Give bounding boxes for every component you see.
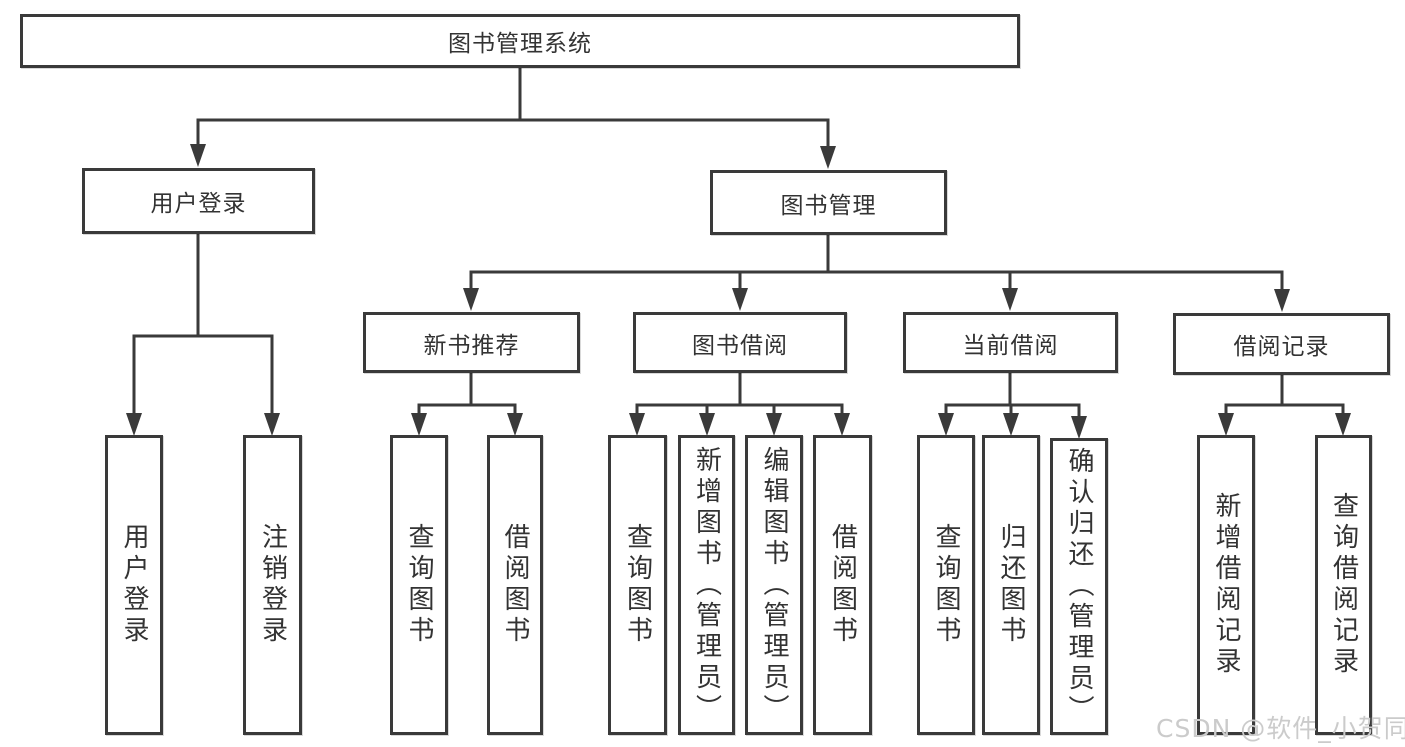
leaf-cb-query-books: 查询图书 [917, 435, 975, 735]
node-label: 编辑图书（管理员） [759, 445, 789, 725]
node-label: 借阅图书 [827, 523, 858, 647]
node-label: 查询图书 [931, 523, 961, 647]
leaf-cb-return-books: 归还图书 [982, 435, 1040, 735]
node-label: 借阅记录 [1233, 334, 1330, 360]
node-label: 图书管理系统 [448, 31, 592, 57]
node-label: 新增图书（管理员） [691, 445, 722, 725]
leaf-nb-query-books: 查询图书 [390, 435, 448, 735]
node-label: 确认归还（管理员） [1064, 447, 1094, 726]
node-label: 新书推荐 [423, 332, 520, 359]
leaf-bb-add-books-admin: 新增图书（管理员） [678, 435, 735, 735]
leaf-bb-query-books: 查询图书 [608, 435, 667, 735]
node-label: 当前借阅 [962, 332, 1059, 359]
node-library-management-system: 图书管理系统 [20, 14, 1020, 68]
csdn-watermark: CSDN @软件_小贺同学 [1156, 714, 1405, 743]
node-label: 查询借阅记录 [1328, 492, 1359, 678]
node-label: 新增借阅记录 [1211, 492, 1241, 678]
node-borrow-records: 借阅记录 [1173, 313, 1390, 375]
leaf-br-add-record: 新增借阅记录 [1197, 435, 1255, 735]
leaf-bb-borrow-books: 借阅图书 [813, 435, 872, 735]
leaf-br-query-record: 查询借阅记录 [1315, 435, 1372, 735]
leaf-bb-edit-books-admin: 编辑图书（管理员） [745, 435, 803, 735]
leaf-cb-confirm-return-admin: 确认归还（管理员） [1050, 438, 1108, 735]
node-book-management-branch: 图书管理 [710, 170, 947, 235]
node-user-login-branch: 用户登录 [82, 168, 315, 234]
node-current-borrow: 当前借阅 [903, 312, 1118, 373]
node-label: 注销登录 [257, 523, 288, 647]
node-label: 查询图书 [404, 523, 434, 647]
node-label: 图书管理 [780, 192, 877, 219]
node-label: 用户登录 [150, 191, 247, 217]
node-label: 查询图书 [622, 523, 653, 647]
leaf-nb-borrow-books: 借阅图书 [487, 435, 543, 735]
node-label: 归还图书 [996, 523, 1026, 647]
node-label: 用户登录 [119, 523, 149, 647]
leaf-user-login: 用户登录 [105, 435, 163, 735]
node-label: 图书借阅 [692, 332, 788, 359]
node-new-book-recommend: 新书推荐 [363, 312, 580, 373]
node-book-borrow: 图书借阅 [633, 312, 847, 373]
node-label: 借阅图书 [500, 523, 530, 647]
leaf-logout: 注销登录 [243, 435, 302, 735]
